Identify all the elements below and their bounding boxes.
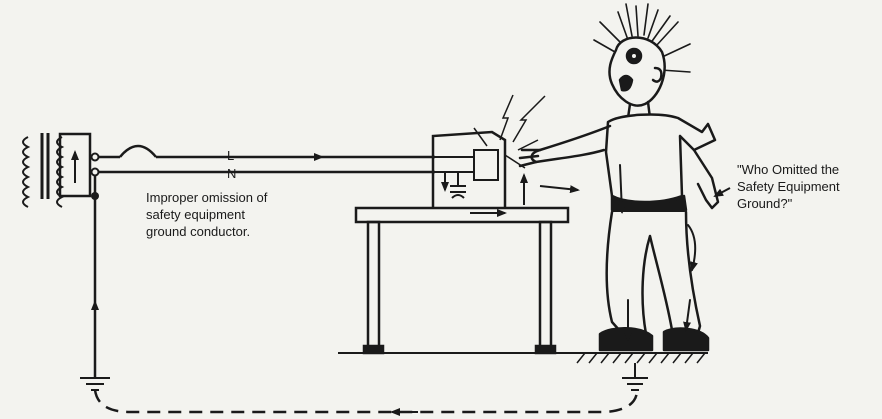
terminals: [90, 152, 100, 177]
legs: [605, 210, 702, 342]
omission-note-line: safety equipment: [146, 207, 245, 222]
shock-current-path: [617, 164, 626, 214]
terminal-dot: [90, 152, 100, 162]
equipment-motor: [473, 149, 499, 181]
floor: [338, 352, 708, 364]
ear: [651, 66, 663, 83]
source-box: [58, 132, 92, 198]
current-arrow: [539, 185, 580, 194]
equipment: [431, 130, 580, 208]
quote-line: Safety Equipment: [737, 179, 840, 194]
junction-dot: [91, 192, 99, 200]
table-leg: [366, 220, 381, 350]
earth-return-path: [93, 389, 639, 414]
omission-note: Improper omission of safety equipment gr…: [146, 190, 271, 239]
fuse-icon: [119, 144, 157, 158]
head: [608, 36, 666, 107]
transformer: [22, 132, 92, 208]
line-label-N: N: [227, 166, 236, 181]
quote-arrow: [713, 187, 731, 197]
ground-symbol-icon: [80, 377, 110, 391]
terminal-dot: [90, 167, 100, 177]
line-label-L: L: [227, 148, 234, 163]
right-arm: [692, 148, 720, 210]
table-leg: [538, 220, 553, 350]
quote-caption: "Who Omitted the Safety Equipment Ground…: [737, 162, 843, 211]
quote-line: "Who Omitted the: [737, 162, 839, 177]
hair-spikes: [593, 3, 691, 73]
mouth: [618, 74, 634, 92]
primary-coil-icon: [22, 136, 31, 208]
omission-note-line: ground conductor.: [146, 224, 250, 239]
table-top: [354, 206, 570, 224]
circuit-wiring: [90, 144, 435, 378]
ground-symbol-icon: [622, 363, 648, 391]
left-arm: [530, 124, 612, 164]
quote-line: Ground?": [737, 196, 793, 211]
capacitor-icon: [450, 172, 466, 199]
shocked-person-icon: [518, 3, 720, 352]
left-shoe: [598, 327, 654, 352]
workbench: [354, 206, 570, 355]
right-shoe: [662, 327, 710, 352]
equipment-housing: [431, 130, 507, 208]
hand: [518, 148, 542, 168]
omission-note-line: Improper omission of: [146, 190, 268, 205]
